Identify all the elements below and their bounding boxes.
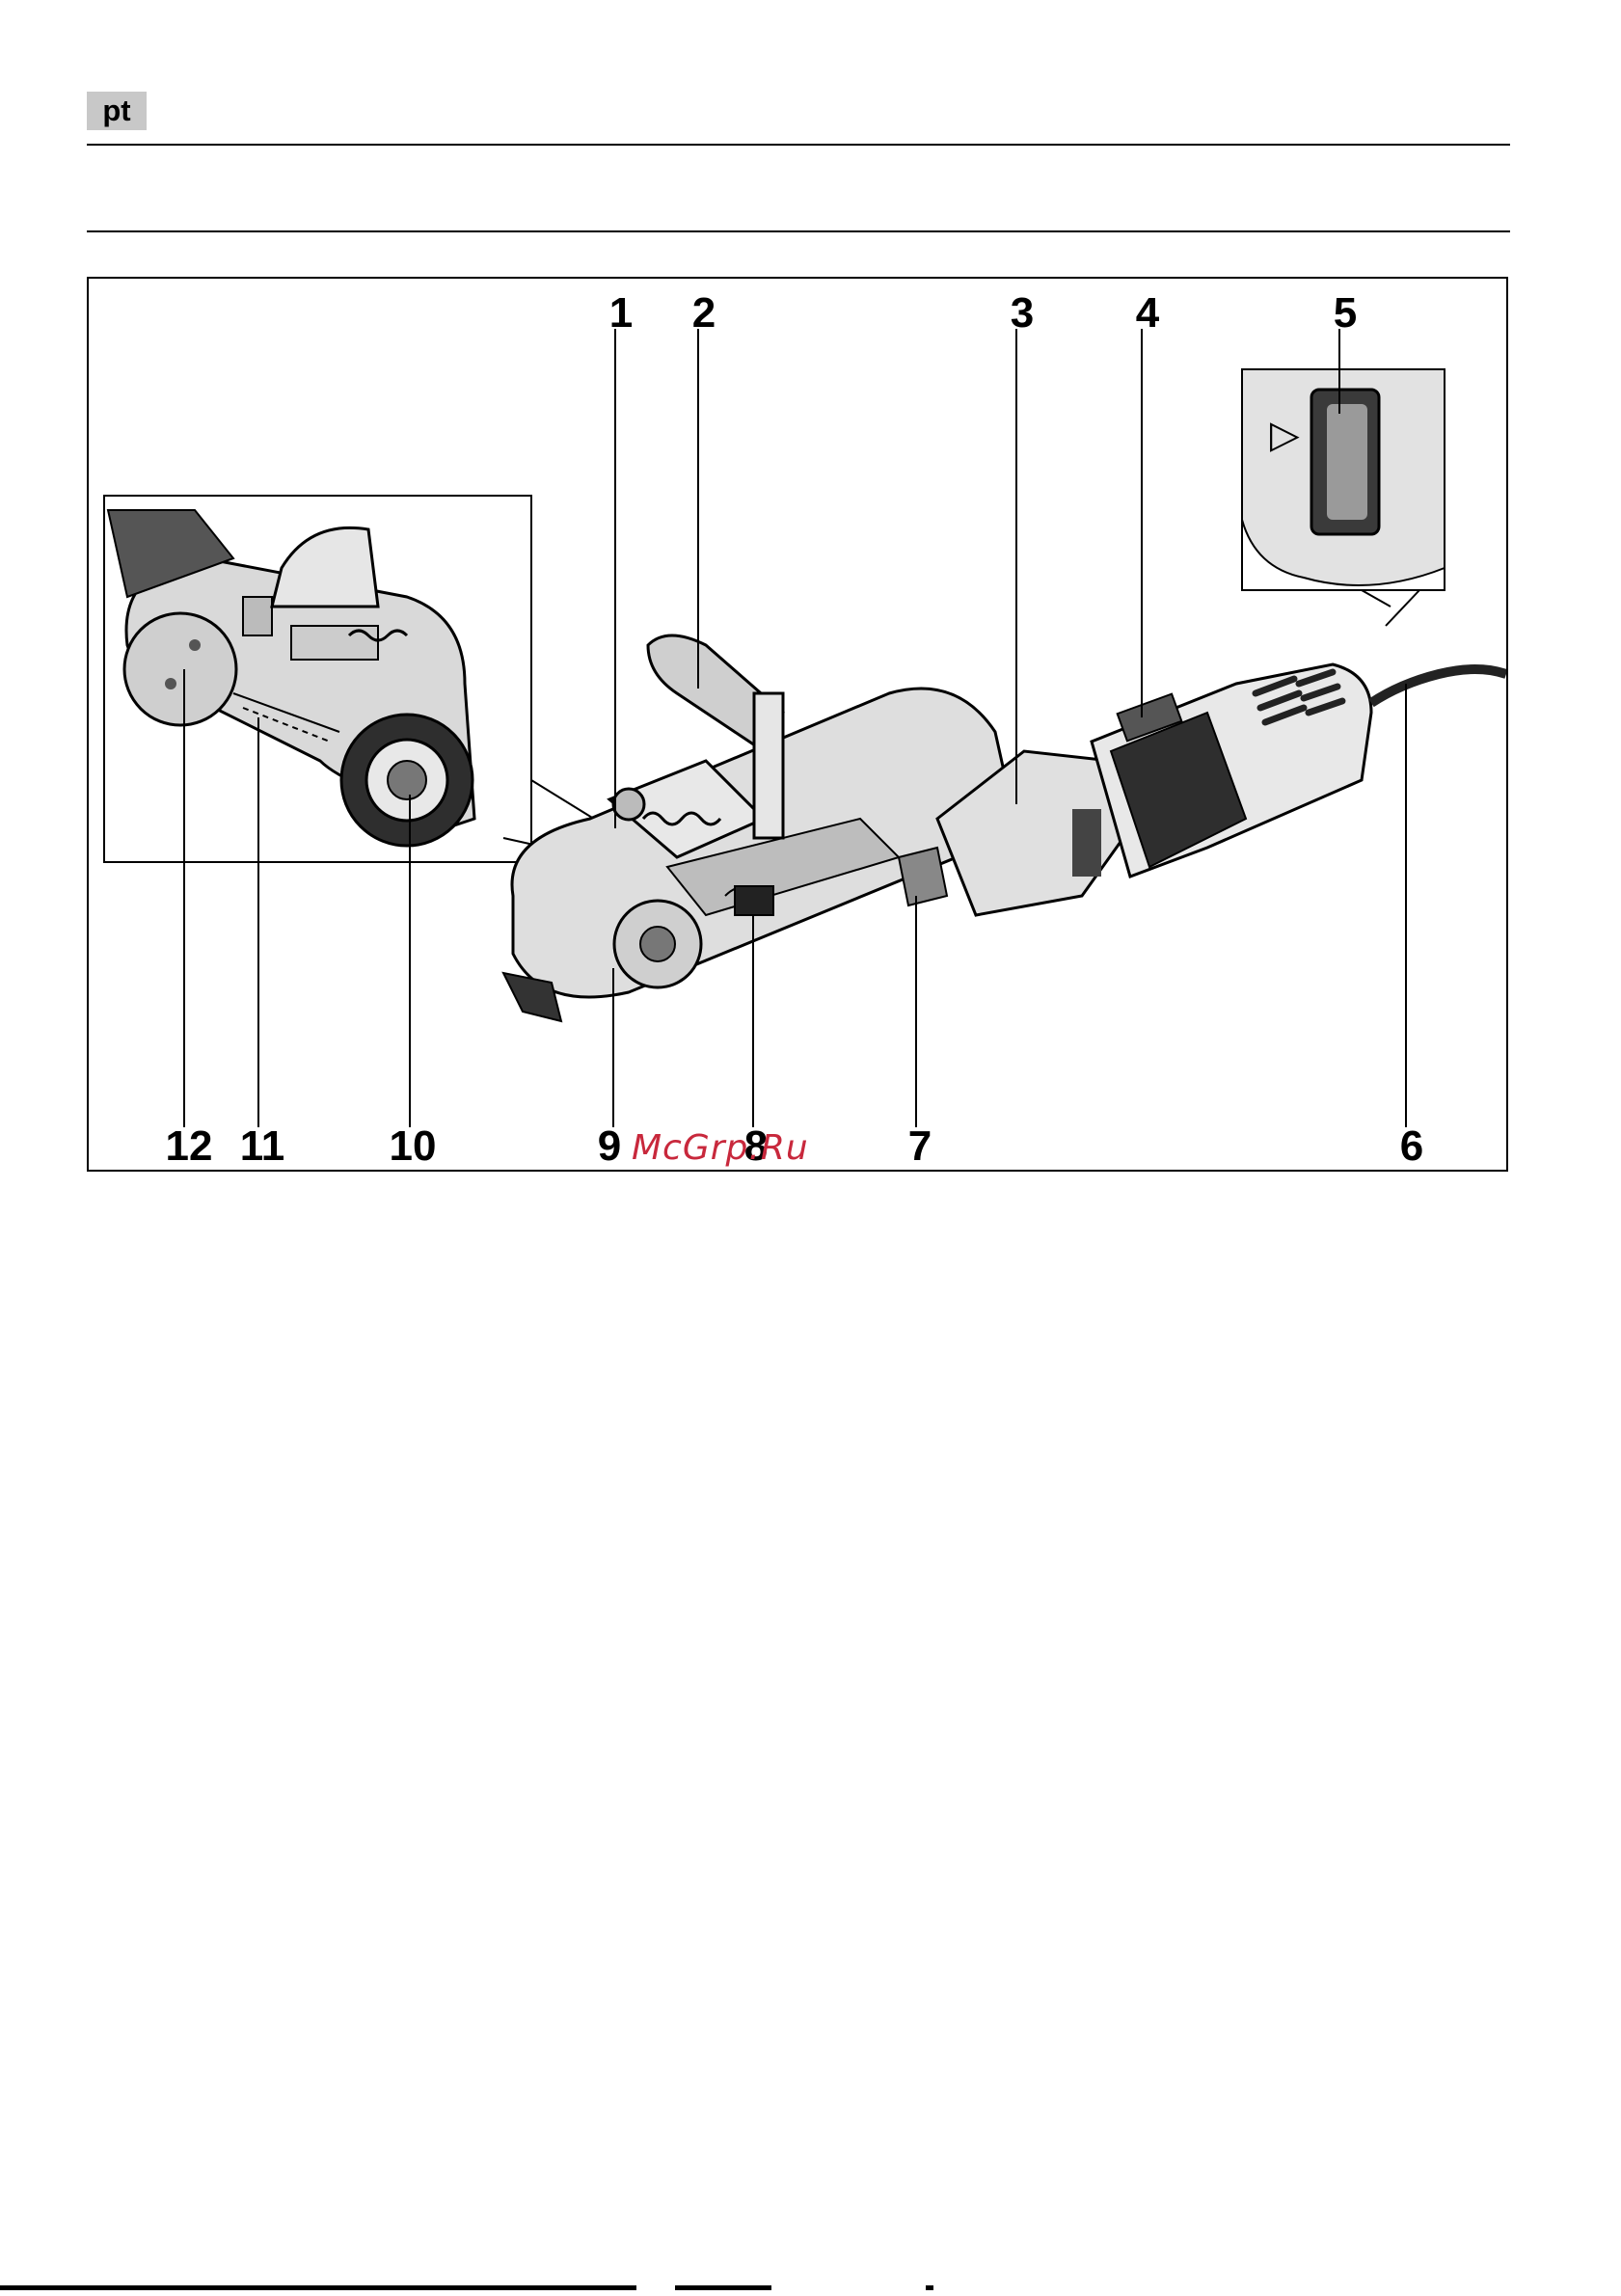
callout-9: 9 xyxy=(598,1125,621,1168)
callout-6: 6 xyxy=(1400,1125,1423,1168)
footer-bar xyxy=(0,2285,636,2290)
callout-4: 4 xyxy=(1136,292,1159,335)
tool-illustration: ▷ xyxy=(89,279,1508,1172)
callout-11: 11 xyxy=(240,1125,285,1168)
callout-3: 3 xyxy=(1011,292,1034,335)
header-rule xyxy=(87,144,1510,146)
callout-10: 10 xyxy=(390,1125,437,1168)
footer-fragment xyxy=(675,2285,771,2290)
language-tag: pt xyxy=(87,92,147,130)
callout-12: 12 xyxy=(166,1125,213,1168)
section-rule xyxy=(87,230,1510,232)
callout-1: 1 xyxy=(609,292,633,335)
callout-2: 2 xyxy=(692,292,716,335)
callout-5: 5 xyxy=(1334,292,1357,335)
callout-7: 7 xyxy=(908,1125,932,1168)
footer-dot xyxy=(926,2285,933,2290)
tool-figure: ▷ xyxy=(87,277,1508,1172)
speed-symbol: ▷ xyxy=(1270,413,1300,457)
watermark: McGrp.Ru xyxy=(632,1128,809,1168)
